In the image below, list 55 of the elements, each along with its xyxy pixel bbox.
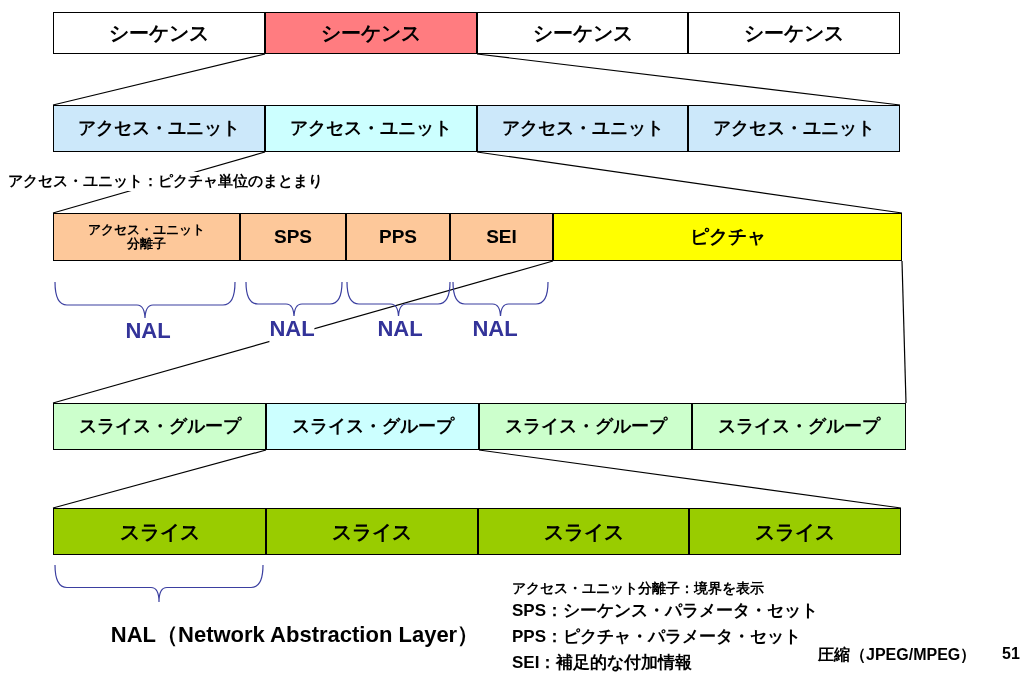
box-label: アクセス・ユニット bbox=[713, 118, 875, 139]
segment-box bbox=[478, 508, 689, 555]
note-text: SPS：シーケンス・パラメータ・セット bbox=[512, 600, 819, 622]
box-label: ピクチャ bbox=[689, 226, 766, 248]
box-label: シーケンス bbox=[532, 22, 633, 44]
zoom-line bbox=[52, 449, 267, 509]
brace-label: NAL bbox=[269, 316, 315, 342]
box-label: スライス・グループ bbox=[78, 416, 241, 437]
zoom-line bbox=[52, 53, 266, 106]
box-label: スライス・グループ bbox=[504, 416, 667, 437]
box-label: スライス bbox=[119, 520, 200, 543]
brace-label: NAL（Network Abstraction Layer） bbox=[110, 621, 480, 649]
note-text: PPS：ピクチャ・パラメータ・セット bbox=[512, 626, 802, 648]
box-label: SPS bbox=[274, 226, 312, 248]
segment-box bbox=[266, 508, 478, 555]
box-label: アクセス・ユニット bbox=[501, 118, 664, 139]
box-label: スライス bbox=[332, 520, 412, 543]
segment-box bbox=[240, 213, 346, 261]
box-label: スライス・グループ bbox=[291, 416, 454, 437]
box-label: シーケンス bbox=[744, 22, 844, 44]
picture-box bbox=[553, 213, 902, 261]
box-label: スライス・グループ bbox=[718, 416, 880, 437]
box-label: PPS bbox=[379, 226, 417, 248]
note-text: アクセス・ユニット分離子：境界を表示 bbox=[512, 580, 764, 598]
segment-box bbox=[53, 12, 265, 54]
highlighted-box bbox=[266, 403, 479, 450]
segment-box bbox=[53, 105, 265, 152]
segment-box bbox=[53, 508, 266, 555]
zoom-line bbox=[901, 260, 907, 404]
box-label: アクセス・ユニット bbox=[290, 118, 452, 139]
box-label: シーケンス bbox=[321, 22, 421, 44]
segment-box bbox=[692, 403, 906, 450]
segment-box bbox=[53, 213, 240, 261]
box-label: スライス bbox=[543, 520, 624, 543]
highlighted-box bbox=[265, 12, 477, 54]
segment-box bbox=[477, 12, 688, 54]
box-label: アクセス・ユニット bbox=[78, 118, 240, 139]
footer-text: 圧縮（JPEG/MPEG） bbox=[818, 645, 977, 665]
box-label: スライス bbox=[755, 520, 835, 543]
segment-box bbox=[689, 508, 901, 555]
segment-box bbox=[479, 403, 692, 450]
box-label: アクセス・ユニット分離子 bbox=[87, 222, 206, 252]
zoom-line bbox=[52, 260, 554, 404]
segment-box bbox=[688, 105, 900, 152]
segment-box bbox=[688, 12, 900, 54]
page-number: 51 bbox=[1002, 645, 1020, 663]
box-label: シーケンス bbox=[109, 22, 209, 44]
note-text: SEI：補足的な付加情報 bbox=[512, 652, 693, 674]
segment-box bbox=[346, 213, 450, 261]
segment-box bbox=[450, 213, 553, 261]
box-label: SEI bbox=[486, 226, 517, 248]
segment-box bbox=[53, 403, 266, 450]
segment-box bbox=[477, 105, 688, 152]
highlighted-box bbox=[265, 105, 477, 152]
caption-text: アクセス・ユニット：ピクチャ単位のまとまり bbox=[8, 172, 323, 191]
